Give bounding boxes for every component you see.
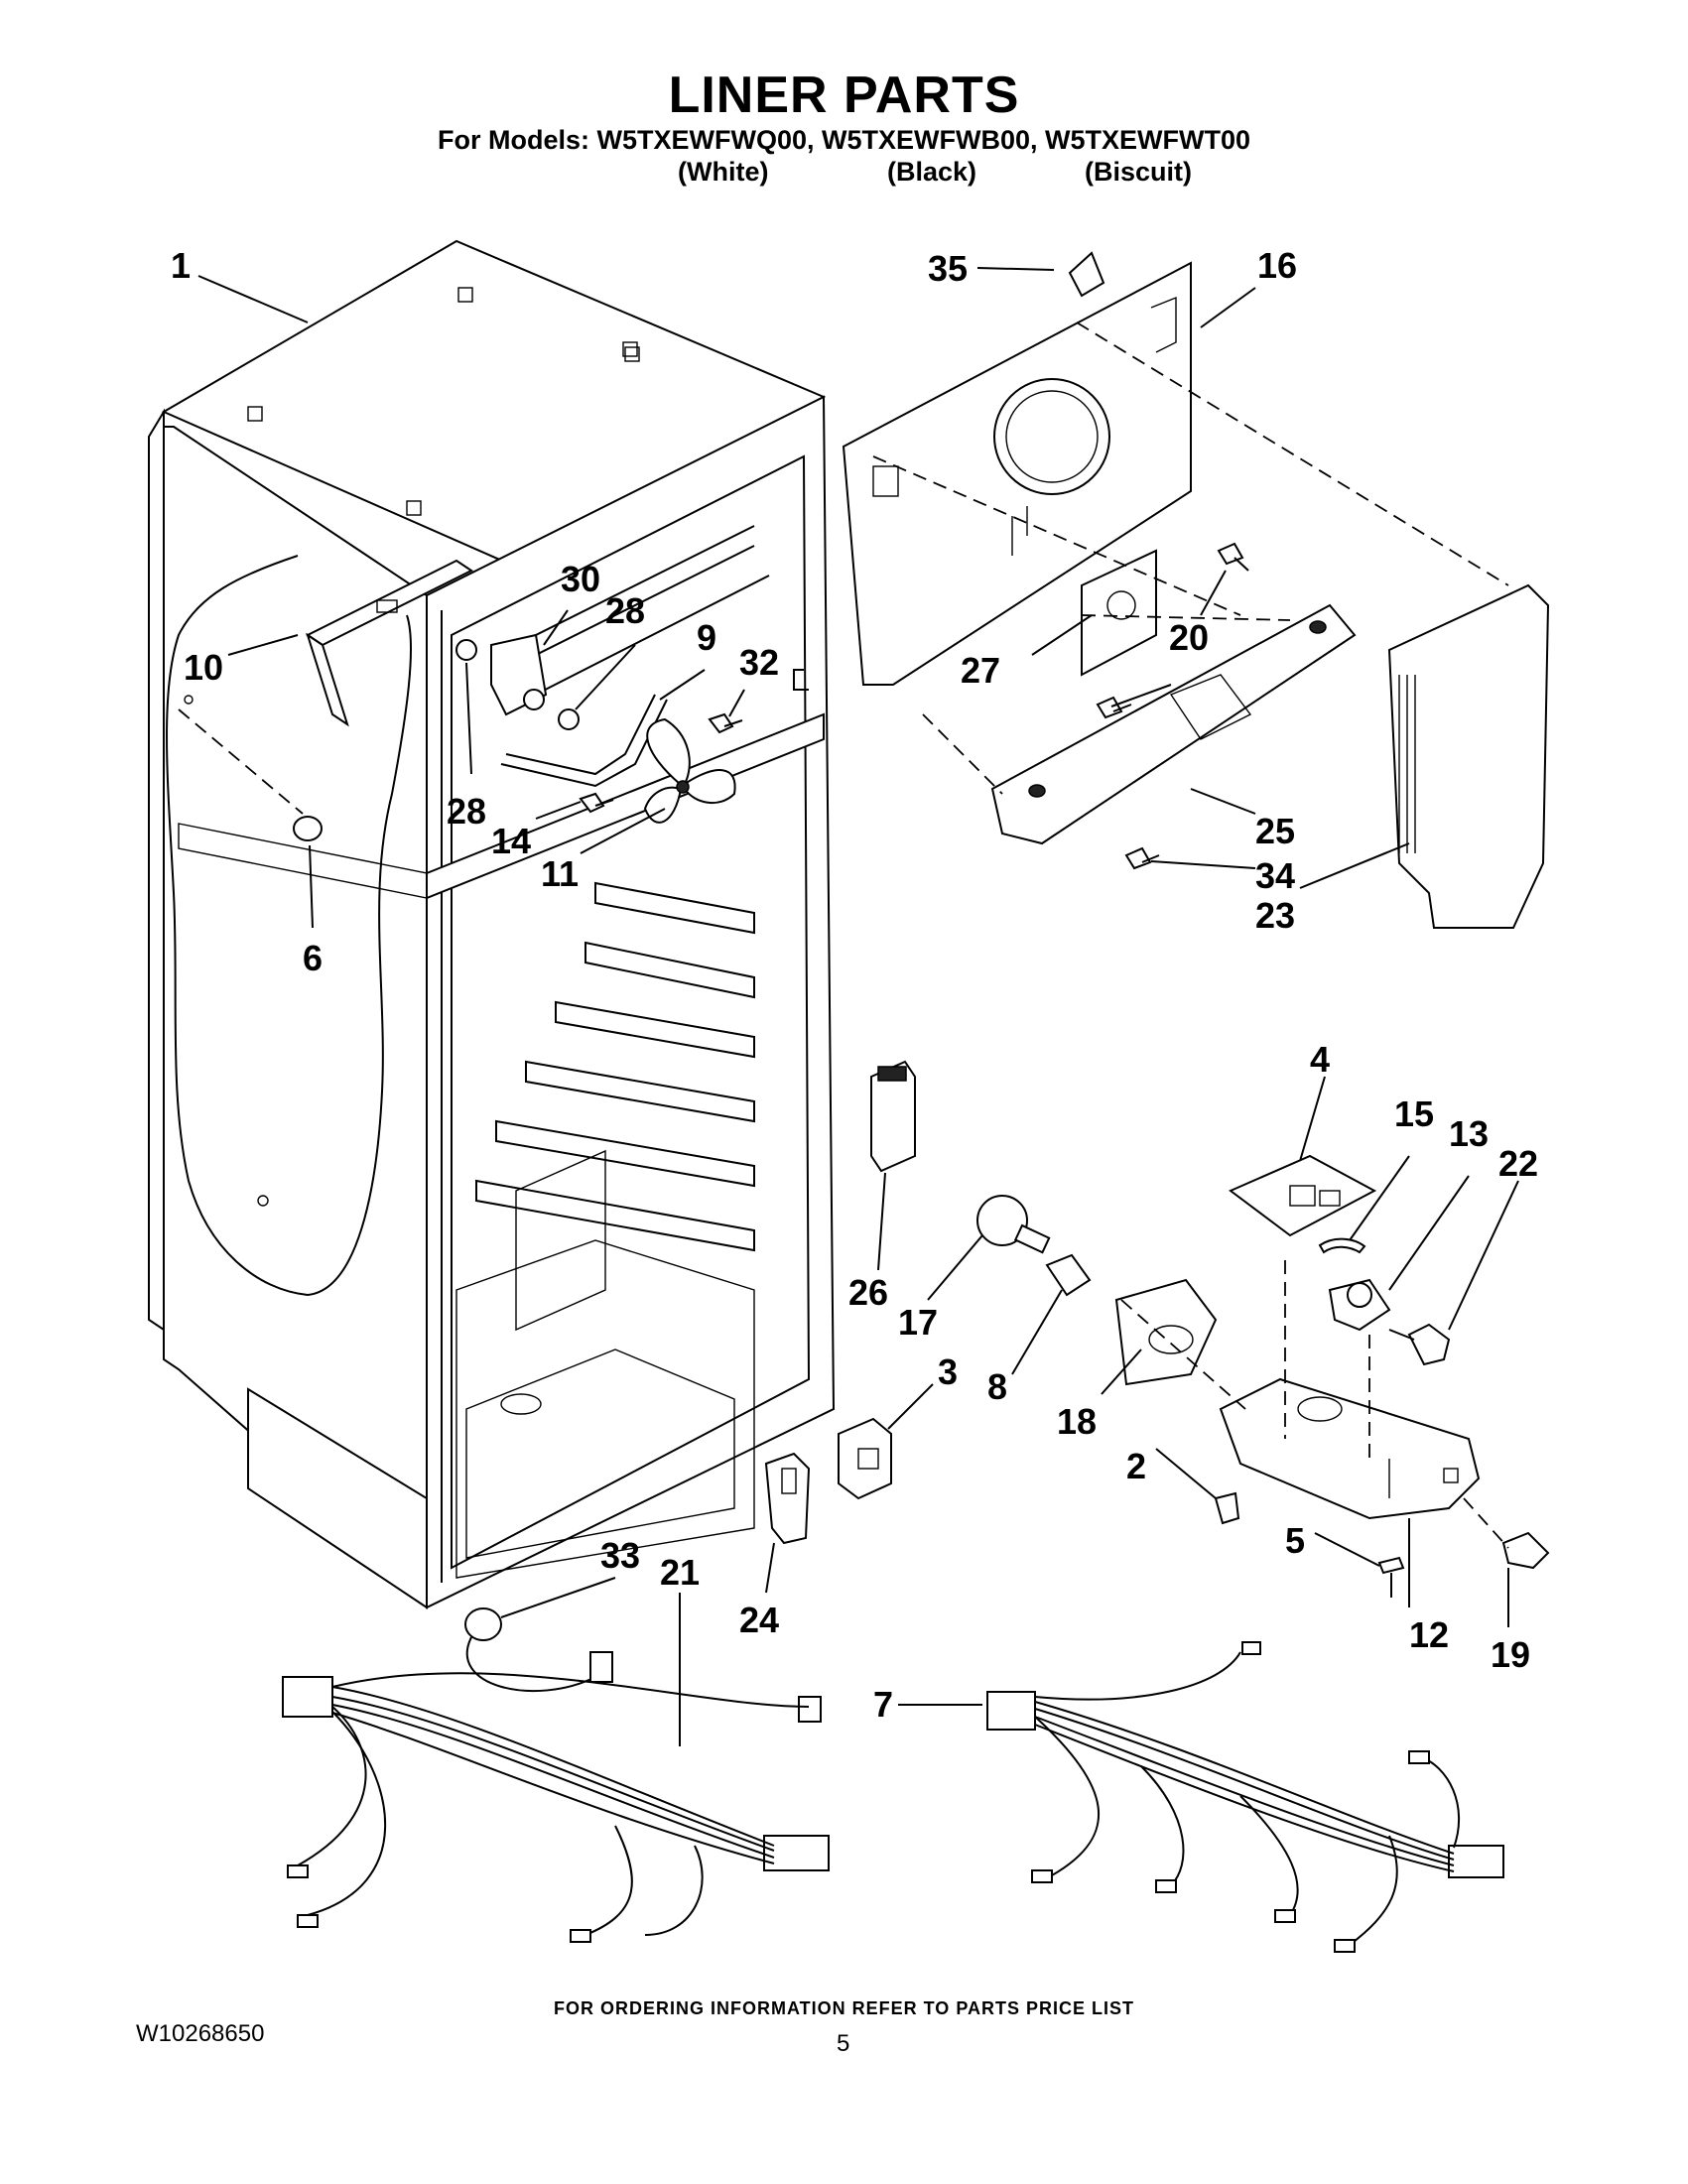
color-biscuit: (Biscuit) [1085,157,1192,187]
callout-32: 32 [739,642,779,683]
callout-21: 21 [660,1552,700,1593]
callout-24: 24 [739,1600,779,1640]
grille-part-23 [1387,583,1550,929]
part-26 [870,1060,916,1173]
callout-10: 10 [184,647,223,688]
callout-35: 35 [928,248,968,289]
callout-16: 16 [1257,245,1297,286]
callout-27: 27 [961,650,1000,691]
knob-part-22 [1388,1323,1451,1366]
document-number: W10268650 [136,2020,265,2047]
plug-part-6 [178,708,323,841]
screw-part-32 [708,712,743,734]
callout-2: 2 [1126,1446,1146,1486]
bracket-part-10 [306,559,473,727]
grommet-part-28 [455,639,580,730]
part-15 [1318,1237,1366,1254]
ordering-note: FOR ORDERING INFORMATION REFER TO PARTS … [553,1998,1134,2018]
refrigerator-liner [148,239,836,1609]
callout-9: 9 [697,617,716,658]
callout-26: 26 [848,1272,888,1313]
callout-34: 34 [1255,855,1295,896]
callout-1: 1 [171,245,191,286]
screw-part-34 [1124,846,1160,870]
callout-labels: 1 35 16 30 28 9 32 10 20 20 27 28 14 11 … [171,245,1538,1725]
callout-30: 30 [561,559,600,599]
callout-17: 17 [898,1302,938,1343]
thermal-fuse-part-33 [464,1607,613,1693]
callout-5: 5 [1285,1520,1305,1561]
insulation-part-27 [1081,549,1157,677]
callout-25: 25 [1255,811,1295,851]
callout-28-upper: 28 [605,590,645,631]
clip-part-35 [1068,251,1105,298]
callout-11: 11 [541,853,579,894]
callout-33: 33 [600,1535,640,1576]
part-19 [1501,1531,1550,1570]
callout-12: 12 [1409,1614,1449,1655]
color-black: (Black) [887,157,977,187]
leader-lines [197,267,1519,1746]
callout-19: 19 [1491,1634,1530,1675]
screw-part-20a [1217,542,1249,572]
callout-28-lower: 28 [447,791,486,832]
models-line: For Models: W5TXEWFWQ00, W5TXEWFWB00, W5… [437,125,1250,155]
callout-15: 15 [1394,1093,1434,1134]
part-3 [838,1417,892,1500]
wire-harness-part-21 [282,1672,830,1943]
fan-blade-part-11 [643,717,736,824]
callout-7: 7 [873,1684,893,1725]
control-housing-part-12 [1219,1377,1481,1520]
light-socket-part-8 [1045,1253,1092,1297]
callout-18: 18 [1057,1401,1097,1442]
callout-6: 6 [303,938,323,978]
light-bulb-part-17 [976,1195,1051,1254]
fan-motor-part-30 [490,633,548,716]
page-title: LINER PARTS [668,66,1020,124]
thermostat-part-13 [1328,1278,1391,1332]
page-number: 5 [837,2030,850,2057]
callout-13: 13 [1449,1113,1489,1154]
part-24 [764,1452,811,1545]
callout-3: 3 [938,1351,958,1392]
callout-4: 4 [1310,1039,1330,1080]
screw-part-20b [1096,696,1132,719]
wire-harness-part-7 [986,1641,1504,1953]
air-diffuser-part-25 [990,603,1357,845]
color-white: (White) [678,157,769,187]
control-board-part-4 [1229,1154,1377,1237]
evaporator-cover-part-16 [842,261,1192,686]
screw-part-5 [1377,1556,1405,1598]
light-shield-part-18 [1114,1278,1218,1386]
callout-22: 22 [1498,1143,1538,1184]
callout-20-upper: 20 [1169,617,1209,658]
screw-part-2 [1214,1491,1240,1525]
callout-14: 14 [491,821,531,861]
screw-part-14 [579,792,614,814]
callout-23: 23 [1255,895,1295,936]
callout-8: 8 [987,1366,1007,1407]
